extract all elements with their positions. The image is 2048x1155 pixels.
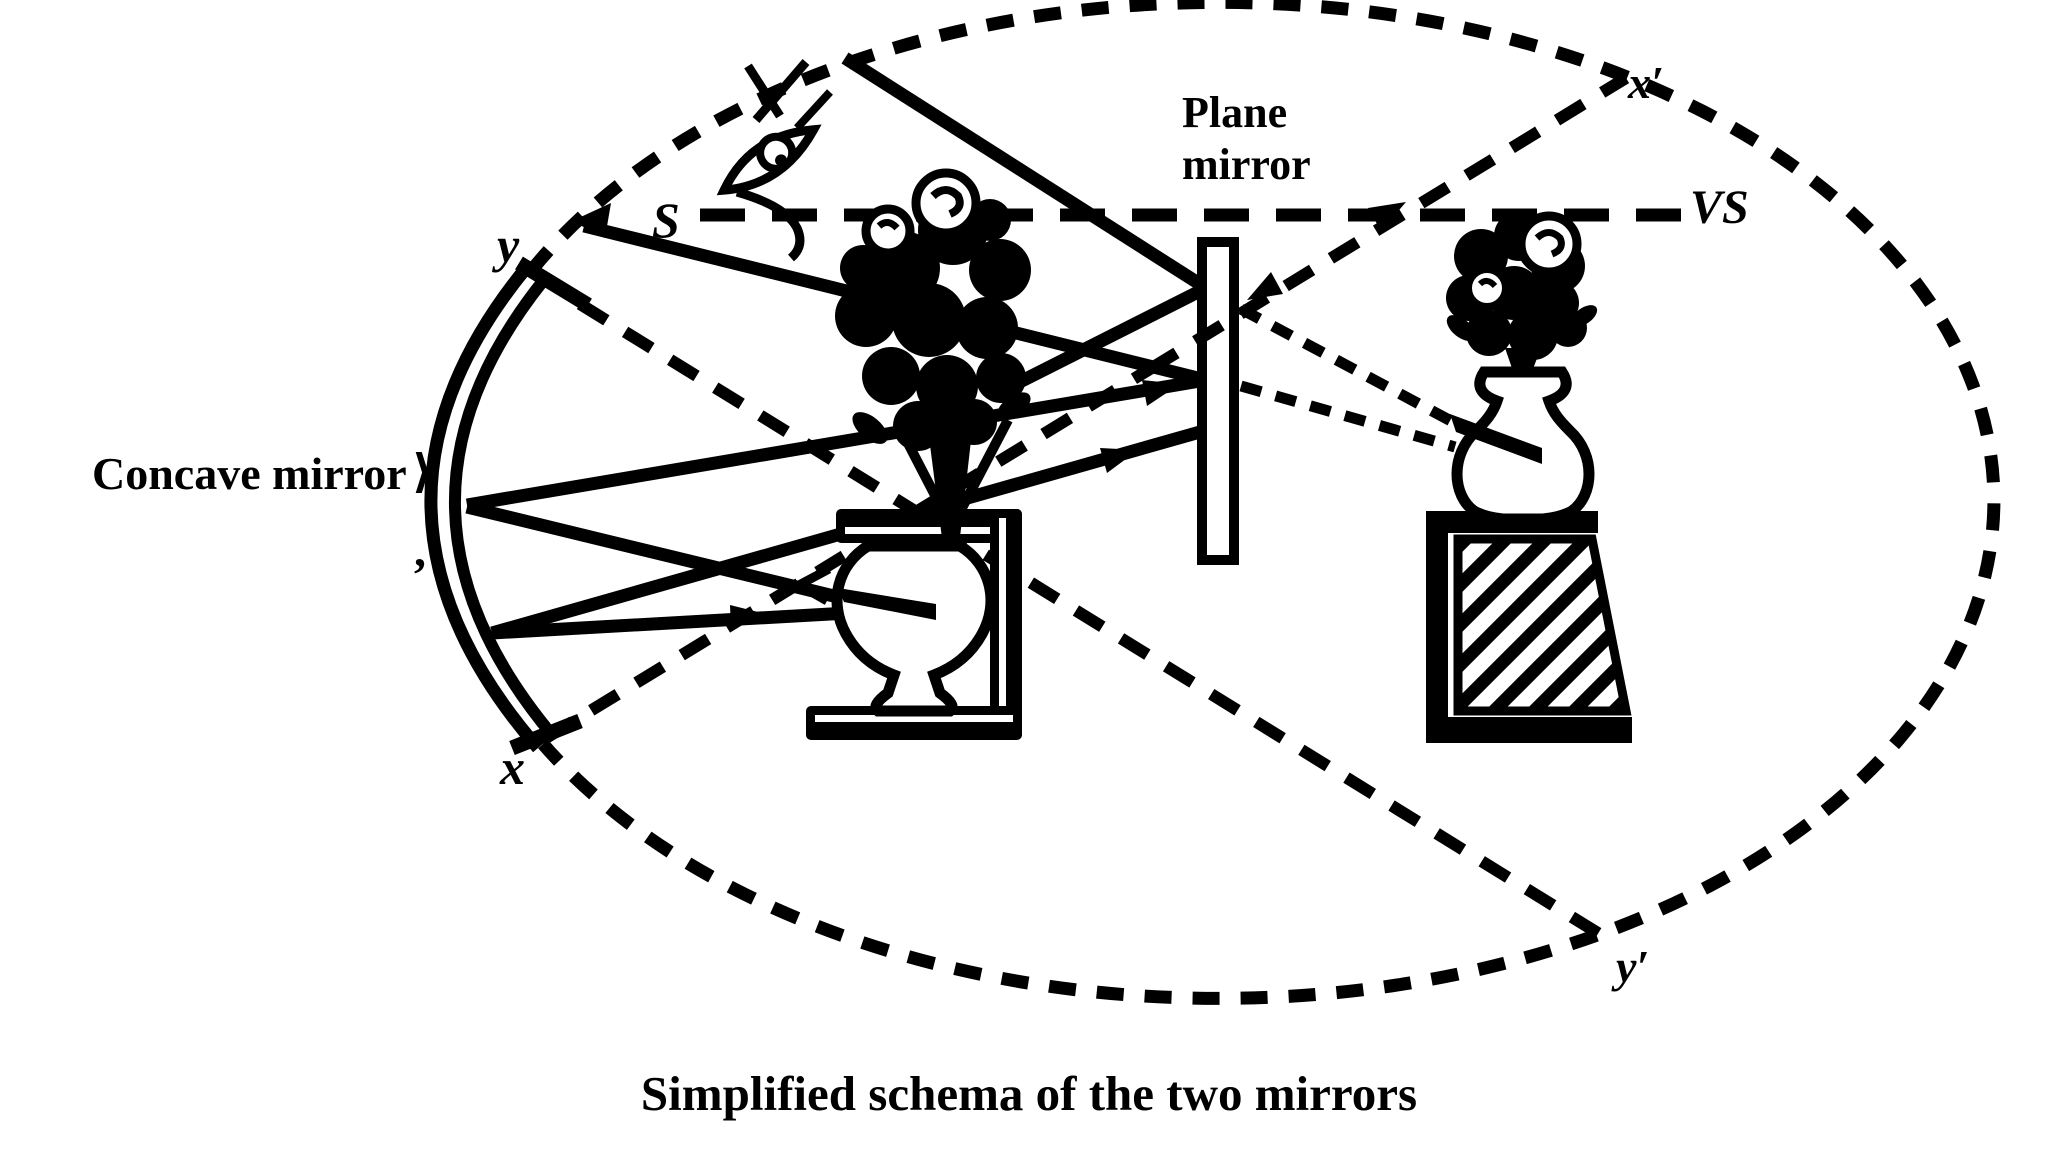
concave-mirror-outer-arc: [424, 263, 543, 753]
concave-mirror-top-cap: [515, 256, 592, 312]
concave-mirror-pointer: ⟩: [412, 446, 433, 497]
label-s: S: [652, 192, 680, 248]
label-y: y: [492, 217, 520, 273]
arrowhead-to-vase: [730, 605, 766, 630]
construction-line-y-yprime: [576, 298, 1618, 949]
flower-bouquet-virtual: [1446, 211, 1598, 374]
arrowhead-to-plane-mirror: [1100, 448, 1138, 473]
image-wedge-virtual-vase: [1450, 414, 1542, 464]
plane-mirror: [1197, 237, 1239, 565]
light-ray-concave-to-vase-upper: [465, 500, 844, 605]
virtual-ray-upper: [1238, 304, 1454, 426]
construction-line-x-xprime-right: [1146, 72, 1630, 375]
open-arrow-stroke-1: [796, 565, 832, 589]
table-bracket: [806, 509, 1022, 740]
label-plane-mirror-2: mirror: [1182, 140, 1311, 189]
label-y-prime: y′: [1611, 941, 1649, 992]
arrowhead-to-eye: [572, 203, 611, 238]
arrowhead-to-xprime: [1368, 202, 1406, 231]
light-ray-plane-mirror-to-flowers: [993, 282, 1209, 400]
label-plane-mirror-1: Plane: [1182, 88, 1287, 137]
light-ray-top-to-plane-mirror: [841, 52, 1210, 294]
arrowhead-on-upper-ray: [1142, 380, 1180, 406]
open-arrow-stroke-2: [796, 581, 830, 605]
image-wedge-real-vase: [838, 588, 936, 620]
stray-tick-mark: ,: [414, 524, 426, 577]
label-vs: VS: [1690, 181, 1749, 234]
pedestal: [1426, 511, 1632, 743]
real-vase: [831, 540, 997, 717]
virtual-ray-lower: [1239, 380, 1457, 453]
light-ray-concave-to-vase-lower: [491, 606, 849, 640]
dashed-ellipse-outline: [525, 0, 2001, 1005]
arrowhead-to-plane-mirror-back: [1247, 272, 1283, 300]
label-x-prime: x′: [1627, 57, 1664, 108]
light-ray-concave-to-plane-upper: [465, 373, 1208, 512]
label-x: x: [499, 739, 525, 795]
concave-mirror-bottom-cap: [509, 714, 583, 755]
construction-line-x-xprime-left: [542, 363, 1154, 744]
label-concave-mirror: Concave mirror: [92, 448, 407, 499]
figure-caption: Simplified schema of the two mirrors: [641, 1066, 1417, 1121]
eye-icon: [716, 59, 833, 262]
flower-bouquet-real: [835, 168, 1031, 546]
concave-mirror-inner-arc: [449, 277, 558, 740]
